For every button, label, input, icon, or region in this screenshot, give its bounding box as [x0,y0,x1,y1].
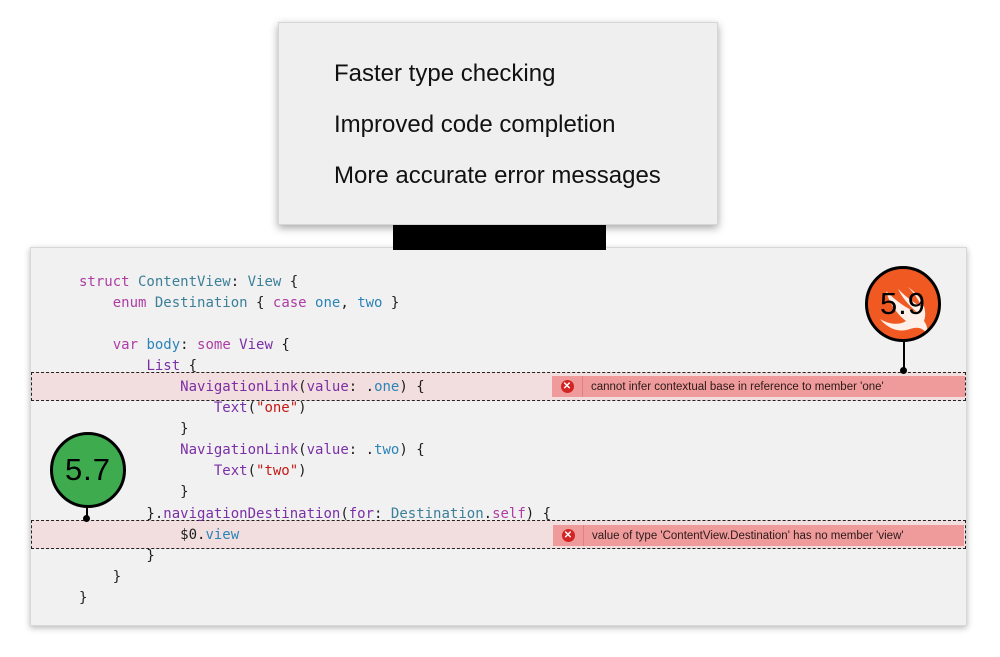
code-line: List { [146,358,198,374]
version-label: 5.9 [879,286,927,321]
code-line: } [79,548,155,564]
swift-version-badge: 5.9 [865,266,941,342]
swift-logo-icon [880,287,928,333]
feature-item: Improved code completion [334,111,616,138]
error-message-bubble[interactable]: ✕ cannot infer contextual base in refere… [552,376,965,397]
code-line: NavigationLink(value: .one) { [180,379,425,395]
badge-pointer-dot [83,515,90,522]
code-line: struct ContentView: View { [79,274,299,290]
code-line: Text("one") [213,400,307,416]
badge-pointer [86,505,88,518]
error-icon-container: ✕ [552,376,583,397]
code-line: } [79,569,122,585]
code-line: NavigationLink(value: .two) { [180,442,425,458]
error-x-icon: ✕ [560,380,574,393]
error-icon-container: ✕ [553,525,584,546]
badge-pointer-dot [900,367,907,374]
feature-list: Faster type checking Improved code compl… [334,59,661,212]
code-line: } [79,590,88,606]
feature-card: Faster type checking Improved code compl… [278,22,718,225]
code-line: $0.view [79,527,240,543]
card-connector [393,220,606,250]
error-message-bubble[interactable]: ✕ value of type 'ContentView.Destination… [553,525,964,546]
code-line: } [79,484,189,500]
version-label: 5.7 [64,452,112,487]
error-message-text: value of type 'ContentView.Destination' … [592,529,904,542]
feature-item: More accurate error messages [334,162,661,189]
error-x-icon: ✕ [561,529,575,542]
code-editor: struct ContentView: View { enum Destinat… [30,247,967,626]
feature-item: Faster type checking [334,60,556,87]
code-line: enum Destination { case one, two } [112,295,400,311]
error-message-text: cannot infer contextual base in referenc… [591,380,884,393]
code-line: }.navigationDestination(for: Destination… [79,506,552,522]
code-line: Text("two") [213,463,307,479]
badge-pointer [903,339,905,369]
code-line: var body: some View { [112,337,290,353]
swift-version-badge: 5.7 [50,432,126,508]
code-line: } [79,421,189,437]
